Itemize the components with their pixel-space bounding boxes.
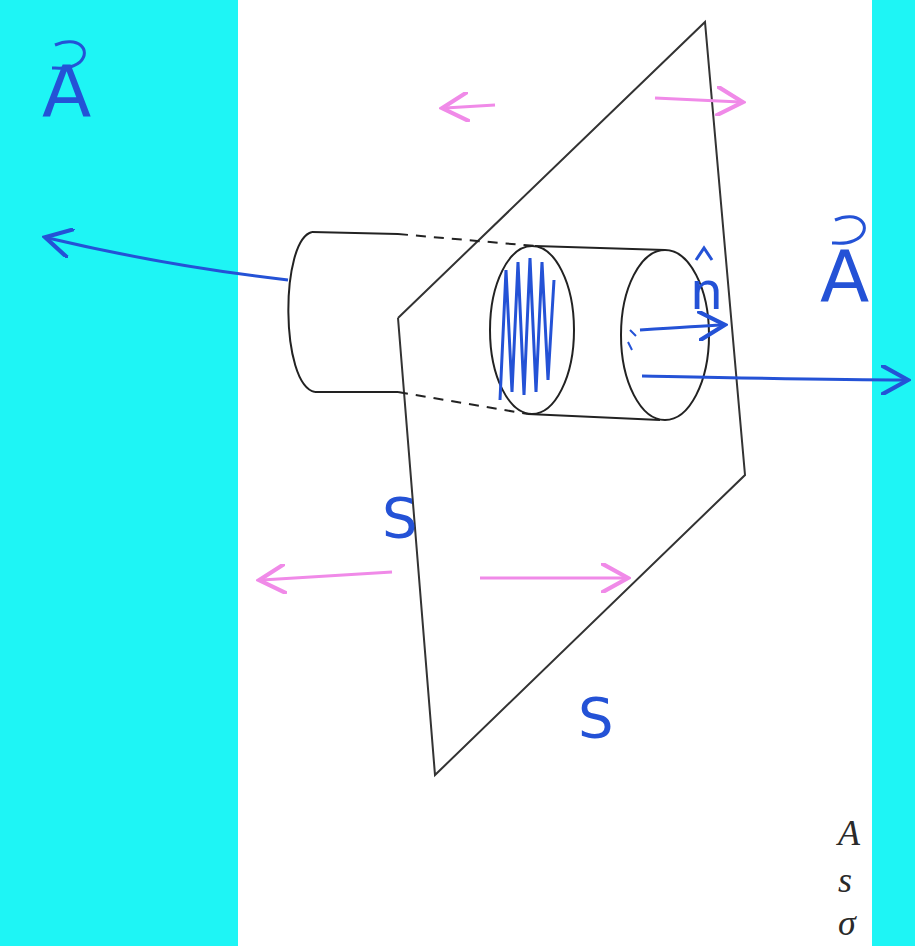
- charged-plane: [398, 22, 745, 775]
- text-fragment: s: [838, 862, 852, 898]
- normal-label: n: [690, 265, 723, 317]
- paper: [238, 0, 872, 946]
- shading-scribble: [500, 258, 554, 400]
- text-fragment: σ: [838, 905, 856, 941]
- vector-label: A: [820, 240, 869, 312]
- surface-label: S: [578, 690, 614, 746]
- field-vector-arrows: [48, 42, 905, 380]
- vector-label: A: [42, 55, 91, 127]
- extends-arrows: [262, 98, 740, 580]
- gaussian-cylinder: [288, 232, 709, 420]
- text-fragment: A: [838, 815, 860, 851]
- surface-label: S: [382, 490, 418, 546]
